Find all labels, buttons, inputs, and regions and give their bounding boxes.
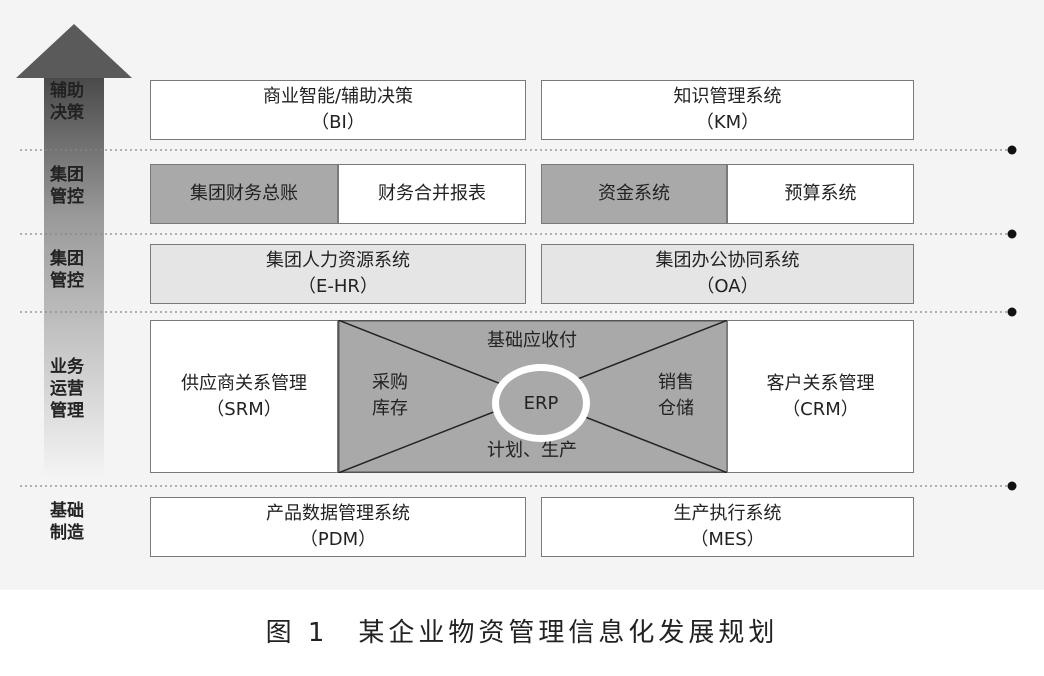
layer-separators — [20, 145, 1017, 491]
srm-title: 供应商关系管理 — [181, 372, 307, 394]
pdm-abbr: （PDM） — [299, 529, 377, 550]
crm-abbr: （CRM） — [782, 398, 859, 420]
budget-box: 预算系统 — [727, 164, 914, 224]
group-ledger-box: 集团财务总账 — [150, 164, 338, 224]
treasury-box: 资金系统 — [541, 164, 727, 224]
oa-title: 集团办公协同系统 — [655, 250, 800, 271]
ehr-abbr: （E-HR） — [298, 276, 378, 297]
mes-box: 生产执行系统 （MES） — [541, 497, 914, 557]
consolidation-box: 财务合并报表 — [338, 164, 526, 224]
erp-left-label: 采购 库存 — [372, 372, 408, 419]
upward-arrow-icon — [16, 24, 132, 478]
layer-label-group-control-1: 集团 管控 — [50, 165, 84, 207]
erp-center-circle: ERP — [492, 364, 590, 442]
srm-box: 供应商关系管理 （SRM） — [150, 320, 338, 473]
figure-caption: 图 1 某企业物资管理信息化发展规划 — [265, 618, 779, 648]
erp-block — [338, 320, 728, 473]
crm-box: 客户关系管理 （CRM） — [727, 320, 914, 473]
erp-bottom-label: 计划、生产 — [487, 440, 577, 461]
erp-right-label: 销售 仓储 — [658, 372, 694, 419]
bi-abbr: （BI） — [311, 112, 365, 133]
km-abbr: （KM） — [695, 112, 760, 133]
srm-abbr: （SRM） — [206, 398, 282, 420]
oa-abbr: （OA） — [696, 276, 759, 297]
km-box: 知识管理系统 （KM） — [541, 80, 914, 140]
bi-title: 商业智能/辅助决策 — [262, 86, 414, 107]
bi-box: 商业智能/辅助决策 （BI） — [150, 80, 526, 140]
oa-box: 集团办公协同系统 （OA） — [541, 244, 914, 304]
separator-dot-4 — [1007, 481, 1017, 491]
mes-title: 生产执行系统 — [673, 503, 782, 524]
mes-abbr: （MES） — [690, 529, 765, 550]
crm-title: 客户关系管理 — [766, 372, 875, 394]
pdm-box: 产品数据管理系统 （PDM） — [150, 497, 526, 557]
separator-dot-3 — [1007, 307, 1017, 317]
erp-top-label: 基础应收付 — [487, 330, 577, 351]
layer-label-group-control-2: 集团 管控 — [50, 249, 84, 291]
layer-label-decision: 辅助 决策 — [50, 81, 84, 123]
ehr-title: 集团人力资源系统 — [266, 250, 410, 271]
pdm-title: 产品数据管理系统 — [266, 503, 410, 524]
ehr-box: 集团人力资源系统 （E-HR） — [150, 244, 526, 304]
km-title: 知识管理系统 — [673, 86, 782, 107]
layer-label-manufacturing: 基础 制造 — [50, 501, 84, 543]
separator-dot-2 — [1007, 229, 1017, 239]
separator-dot-1 — [1007, 145, 1017, 155]
layer-label-operations: 业务 运营 管理 — [50, 357, 84, 421]
